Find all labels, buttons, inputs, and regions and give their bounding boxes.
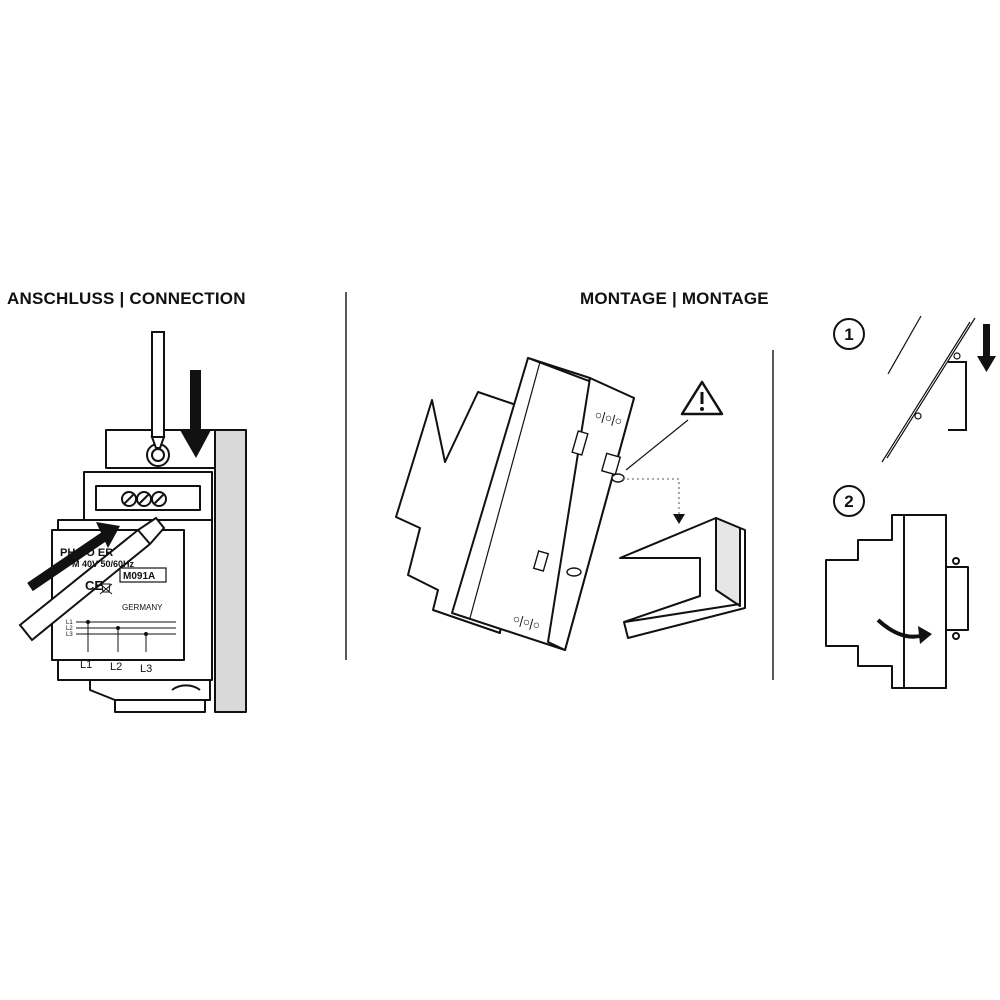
din-rail xyxy=(619,517,746,639)
device-model: M091A xyxy=(123,571,155,582)
device-label-line1: PH CO ER xyxy=(60,547,113,559)
guide-dotted-line xyxy=(622,478,680,516)
side-view-device xyxy=(825,514,969,689)
heading-connection: ANSCHLUSS | CONNECTION xyxy=(7,289,246,308)
arrow-down xyxy=(180,370,211,458)
device-label-line2: M 40V 50/60Hz xyxy=(72,559,135,569)
wire xyxy=(18,516,166,642)
guide-arrow-icon xyxy=(673,514,685,524)
waste-bin-icon xyxy=(99,583,113,595)
device-label: PH CO ER M 40V 50/60Hz M091A CE GERMANY … xyxy=(60,547,176,675)
step-number: 2 xyxy=(844,492,853,511)
model-box xyxy=(119,567,167,583)
bus-label-l2: L2 xyxy=(66,626,73,632)
screwdriver xyxy=(150,331,166,449)
ce-mark-icon: CE xyxy=(85,578,103,593)
warning-icon xyxy=(680,380,724,416)
terminal-label-l3: L3 xyxy=(140,663,152,675)
step-badge xyxy=(833,485,865,517)
step-badge xyxy=(833,318,865,350)
arrow-insert xyxy=(27,522,120,592)
bus-label-l1: L1 xyxy=(66,620,73,626)
heading-mounting: MONTAGE | MONTAGE xyxy=(580,289,769,308)
step-number: 1 xyxy=(844,325,853,344)
terminal-label-l2: L2 xyxy=(110,661,122,673)
device-country: GERMANY xyxy=(122,603,163,612)
warning-leader-line xyxy=(625,419,689,471)
mounting-device xyxy=(395,357,635,651)
step-1: 1 xyxy=(833,315,996,463)
arrow-down xyxy=(983,324,990,358)
step-2: 2 xyxy=(825,485,969,689)
terminal-screws xyxy=(121,491,167,507)
terminal-label-l1: L1 xyxy=(80,659,92,671)
bus-label-l3: L3 xyxy=(66,632,73,638)
